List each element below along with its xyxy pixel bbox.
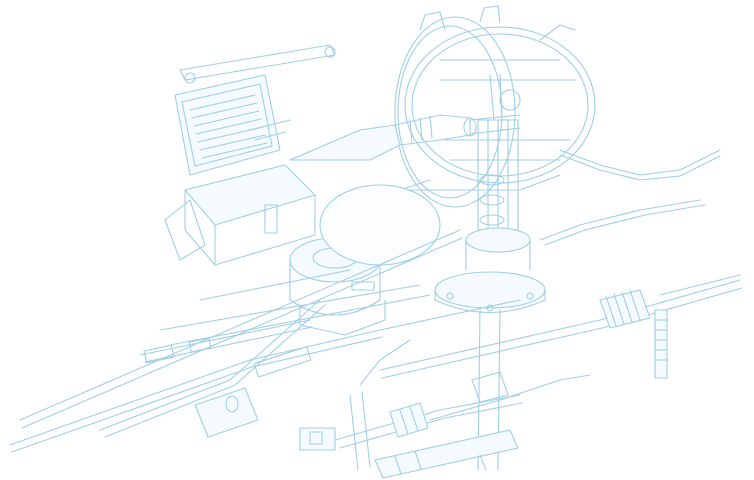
ring-sensor bbox=[290, 185, 440, 335]
flanged-casing bbox=[435, 75, 545, 470]
probe-cone bbox=[250, 115, 520, 160]
cable-reel bbox=[395, 6, 720, 207]
sensor-rods bbox=[10, 200, 742, 478]
readout-box bbox=[165, 45, 335, 265]
